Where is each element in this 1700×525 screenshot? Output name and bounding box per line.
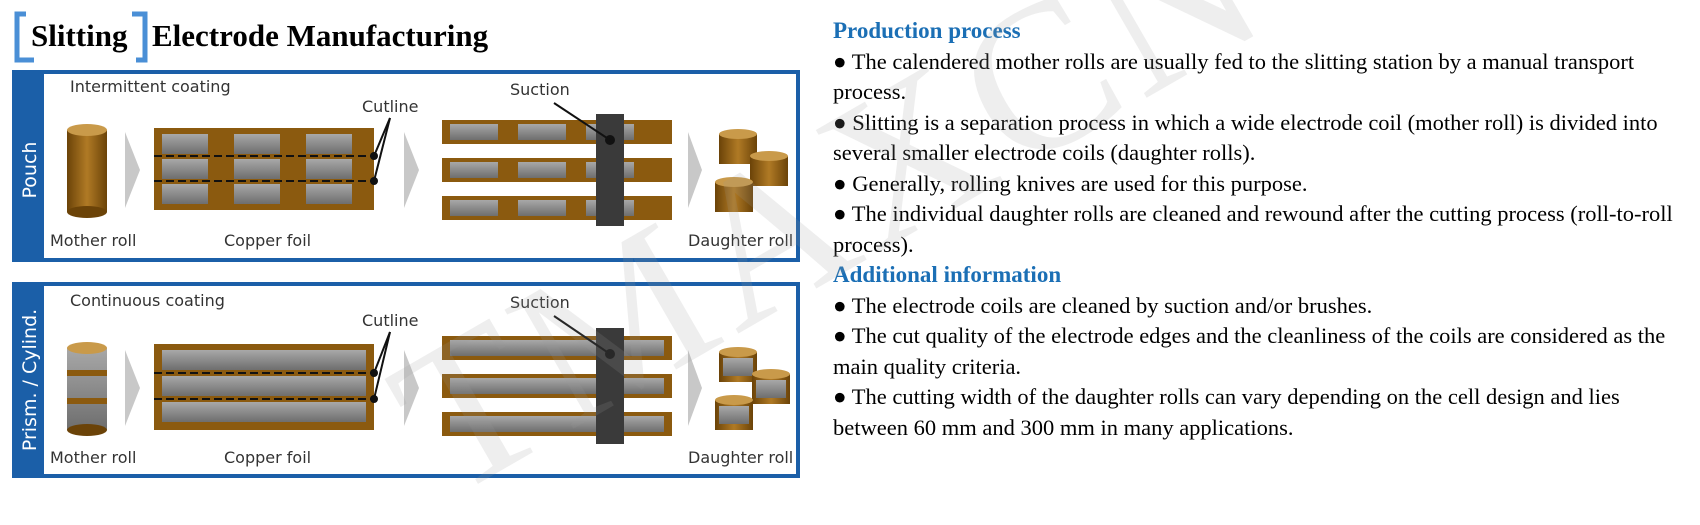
pouch-cutline-label: Cutline — [362, 97, 418, 116]
pouch-copper-foil — [154, 117, 391, 210]
description-column: Production process ● The calendered moth… — [833, 16, 1683, 443]
slitting-diagram: Pouch Intermittent coating Cutline Sucti… — [12, 70, 800, 478]
production-bullet: ● The individual daughter rolls are clea… — [833, 201, 1673, 257]
prismatic-mother-roll — [67, 342, 107, 436]
prismatic-cutline-label: Cutline — [362, 311, 418, 330]
pouch-suction-unit — [596, 114, 624, 226]
page-title: Slitting Electrode Manufacturing — [14, 8, 534, 66]
additional-bullet: ● The cutting width of the daughter roll… — [833, 384, 1620, 440]
title-part-electrode: Electrode Manufacturing — [152, 18, 489, 53]
arrow-icon — [125, 350, 140, 426]
prismatic-mother-roll-label: Mother roll — [50, 448, 136, 467]
pouch-mother-roll-label: Mother roll — [50, 231, 136, 250]
arrow-icon — [125, 132, 140, 208]
prismatic-slit-strips — [442, 315, 672, 444]
additional-heading: Additional information — [833, 262, 1062, 287]
pouch-slit-strips — [442, 102, 672, 226]
pouch-copper-foil-label: Copper foil — [224, 231, 311, 250]
pouch-panel: Pouch Intermittent coating Cutline Sucti… — [12, 70, 800, 262]
additional-bullet: ● The cut quality of the electrode edges… — [833, 323, 1666, 379]
prismatic-daughter-roll-label: Daughter roll — [688, 448, 793, 467]
prismatic-panel: Prism. / Cylind. Continuous coating Cutl… — [12, 282, 800, 478]
arrow-icon — [404, 350, 419, 426]
pouch-daughter-rolls — [715, 129, 788, 212]
pouch-mother-roll — [67, 124, 107, 218]
arrow-icon — [404, 132, 419, 208]
arrow-icon — [688, 132, 702, 208]
title-bracket-graphic — [14, 11, 148, 63]
arrow-icon — [688, 350, 702, 426]
prismatic-suction-unit — [596, 328, 624, 444]
prismatic-copper-foil — [154, 331, 391, 430]
pouch-side-label: Pouch — [19, 142, 41, 199]
prismatic-coating-label: Continuous coating — [70, 291, 225, 310]
production-heading: Production process — [833, 18, 1021, 43]
pouch-suction-label: Suction — [510, 80, 570, 99]
additional-bullet: ● The electrode coils are cleaned by suc… — [833, 292, 1373, 318]
prismatic-daughter-rolls — [715, 347, 790, 430]
production-bullet: ● Generally, rolling knives are used for… — [833, 170, 1308, 196]
production-bullet: ● The calendered mother rolls are usuall… — [833, 48, 1635, 105]
pouch-daughter-roll-label: Daughter roll — [688, 231, 793, 250]
production-bullet: ● Slitting is a separation process in wh… — [833, 109, 1658, 166]
prismatic-suction-label: Suction — [510, 293, 570, 312]
title-part-slitting: Slitting — [31, 18, 128, 53]
pouch-coating-label: Intermittent coating — [70, 77, 231, 96]
prismatic-side-label: Prism. / Cylind. — [19, 309, 41, 451]
prismatic-copper-foil-label: Copper foil — [224, 448, 311, 467]
